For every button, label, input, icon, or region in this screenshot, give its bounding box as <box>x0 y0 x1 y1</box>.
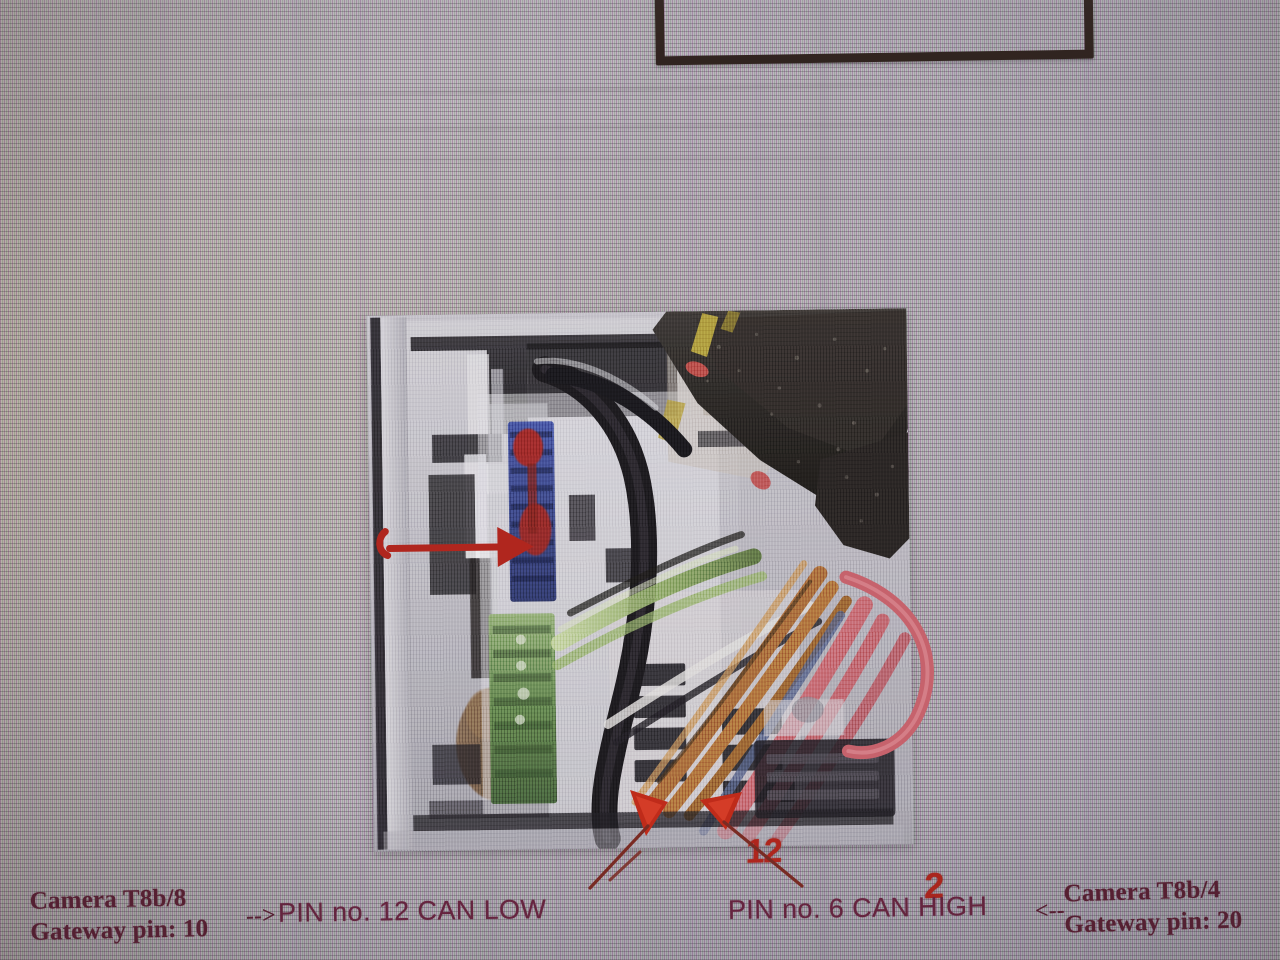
annotation-number-12: 12 <box>745 831 783 871</box>
pink-wire-loop-overflow <box>839 570 934 760</box>
caption-right-camera-gateway: Camera T8b/4 Gateway pin: 20 <box>1063 874 1243 941</box>
connector-photo-canvas <box>366 308 914 852</box>
caption-left-camera-gateway: Camera T8b/8 Gateway pin: 10 <box>29 882 208 948</box>
top-frame-edge <box>654 0 1094 66</box>
caption-right-camera-line: Camera T8b/4 <box>1063 876 1221 908</box>
connector-photo-artwork <box>366 308 914 852</box>
caption-pin-12-can-low: PIN no. 12 CAN LOW <box>277 894 547 928</box>
caption-left-camera-line: Camera T8b/8 <box>29 884 187 915</box>
caption-left-arrow: --> <box>245 902 277 930</box>
connector-photo: 12 2 <box>366 308 945 906</box>
caption-right-gateway-line: Gateway pin: 20 <box>1064 906 1243 939</box>
caption-right-arrow: <-- <box>1034 897 1066 925</box>
caption-pin-6-can-high: PIN no. 6 CAN HIGH <box>727 890 988 926</box>
caption-left-gateway-line: Gateway pin: 10 <box>30 915 209 946</box>
